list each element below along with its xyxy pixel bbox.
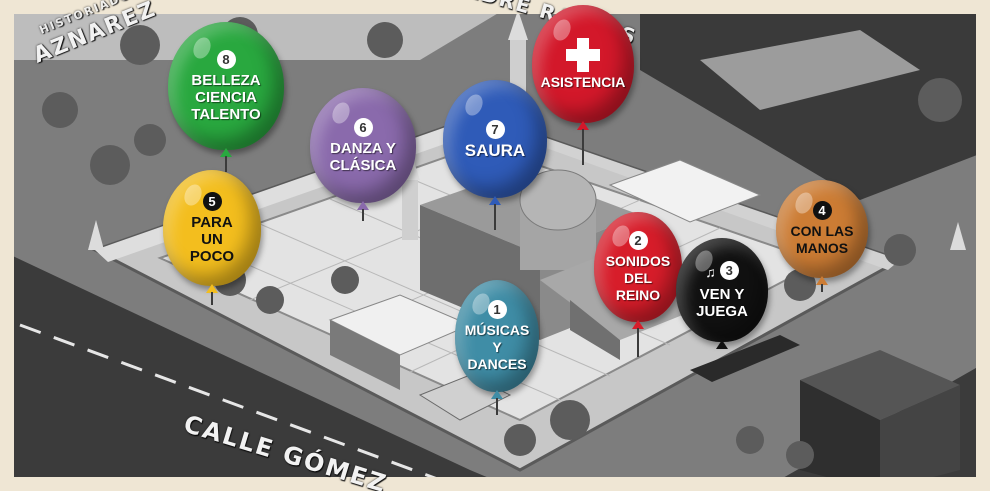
- balloon-highlight: [461, 91, 486, 119]
- balloon-label-line: UN: [201, 230, 223, 248]
- balloon-label-line: TALENTO: [191, 105, 261, 123]
- balloon-body: ♫ 3 VEN Y JUEGA: [676, 238, 768, 342]
- balloon-number: 2: [628, 230, 648, 250]
- balloon-label-line: DEL: [624, 269, 652, 286]
- balloon-saura[interactable]: 7 SAURA: [443, 80, 547, 230]
- upper-right-buildings: [640, 0, 990, 200]
- balloon-knot: [357, 201, 369, 210]
- balloon-string: [494, 204, 496, 230]
- balloon-label-line: SONIDOS: [605, 252, 671, 269]
- balloon-string: [496, 398, 498, 415]
- balloon-number: 7: [485, 119, 505, 139]
- balloon-body: 2 SONIDOS DEL REINO: [594, 212, 682, 322]
- balloon-label-line: SAURA: [464, 140, 526, 160]
- tower-spire: [88, 220, 104, 250]
- balloon-body: 1 MÚSICAS Y DANCES: [455, 280, 539, 392]
- tower: [402, 180, 418, 240]
- street-calle-gomez: [0, 250, 520, 491]
- balloon-ven-y-juega[interactable]: ♫ 3 VEN Y JUEGA: [676, 238, 768, 350]
- balloon-knot: [489, 196, 501, 205]
- nave-wall: [570, 300, 620, 360]
- balloon-knot: [491, 390, 503, 399]
- balloon-asistencia[interactable]: ASISTENCIA: [532, 5, 634, 165]
- balloon-knot: [716, 340, 728, 349]
- lower-right-building-wall: [800, 380, 880, 491]
- balloon-label-line: DANZA Y: [330, 139, 396, 157]
- balloon-highlight: [189, 35, 214, 62]
- balloon-string: [582, 129, 584, 165]
- balloon-label-line: Y: [492, 338, 502, 355]
- balloon-label-line: POCO: [189, 247, 235, 265]
- balloon-con-las-manos[interactable]: 4 CON LAS MANOS: [776, 180, 868, 292]
- balloon-string: [211, 292, 213, 305]
- balloon-knot: [220, 148, 232, 157]
- balloon-body: ASISTENCIA: [532, 5, 634, 123]
- balloon-belleza-ciencia-talento[interactable]: 8 BELLEZA CIENCIA TALENTO: [168, 22, 284, 172]
- balloon-label-line: DANCES: [467, 355, 527, 372]
- balloon-number: 3: [719, 260, 739, 280]
- building-roof: [700, 30, 920, 110]
- balloon-knot: [206, 284, 218, 293]
- dome: [519, 169, 597, 231]
- tower: [510, 40, 526, 95]
- balloon-musicas-y-dances[interactable]: 1 MÚSICAS Y DANCES: [455, 280, 539, 415]
- trees: [42, 17, 962, 469]
- balloon-string: [821, 284, 823, 292]
- balloon-string: [637, 328, 639, 357]
- seating-band: [690, 335, 800, 382]
- balloon-label-line: CLÁSICA: [329, 156, 397, 174]
- balloon-knot: [816, 276, 828, 285]
- tower-spire: [950, 222, 966, 250]
- balloon-knot: [577, 121, 589, 130]
- first-aid-cross-icon: [566, 37, 600, 72]
- balloon-label-line: ASISTENCIA: [540, 73, 626, 90]
- balloon-body: 4 CON LAS MANOS: [776, 180, 868, 278]
- balloon-label-line: CON LAS: [790, 223, 854, 239]
- right-cloister-roof: [608, 159, 762, 223]
- balloon-number: 8: [216, 49, 236, 69]
- balloon-number: 4: [812, 201, 832, 220]
- balloon-label-line: JUEGA: [696, 302, 748, 320]
- balloon-body: 5 PARA UN POCO: [163, 170, 261, 286]
- balloon-label-line: REINO: [615, 286, 661, 303]
- balloon-label-line: PARA: [191, 213, 233, 231]
- balloon-number: 5: [202, 191, 222, 211]
- tower-spire: [508, 10, 528, 40]
- balloon-number: 6: [353, 117, 373, 137]
- balloon-highlight: [180, 181, 205, 209]
- balloon-label-line: CIENCIA: [195, 88, 257, 106]
- balloon-body: 8 BELLEZA CIENCIA TALENTO: [168, 22, 284, 150]
- balloon-danza-clasica[interactable]: 6 DANZA Y CLÁSICA: [310, 88, 416, 221]
- balloon-string: [362, 209, 364, 221]
- front-pavilion-wall: [330, 320, 400, 390]
- lower-right-building-wall: [880, 385, 960, 491]
- balloon-string: [225, 156, 227, 172]
- balloon-label-line: MANOS: [795, 240, 849, 256]
- balloon-highlight: [329, 99, 354, 127]
- balloon-body: 6 DANZA Y CLÁSICA: [310, 88, 416, 203]
- lane-marking: [19, 323, 471, 491]
- balloon-sonidos-del-reino[interactable]: 2 SONIDOS DEL REINO: [594, 212, 682, 357]
- balloon-label-line: VEN Y: [699, 285, 745, 303]
- balloon-label-line: MÚSICAS: [464, 321, 530, 338]
- balloon-number: 1: [487, 299, 507, 319]
- balloon-label-line: BELLEZA: [191, 71, 261, 89]
- horn-icon: ♫: [705, 263, 716, 280]
- balloon-para-un-poco[interactable]: 5 PARA UN POCO: [163, 170, 261, 305]
- balloon-knot: [632, 320, 644, 329]
- balloon-body: 7 SAURA: [443, 80, 547, 198]
